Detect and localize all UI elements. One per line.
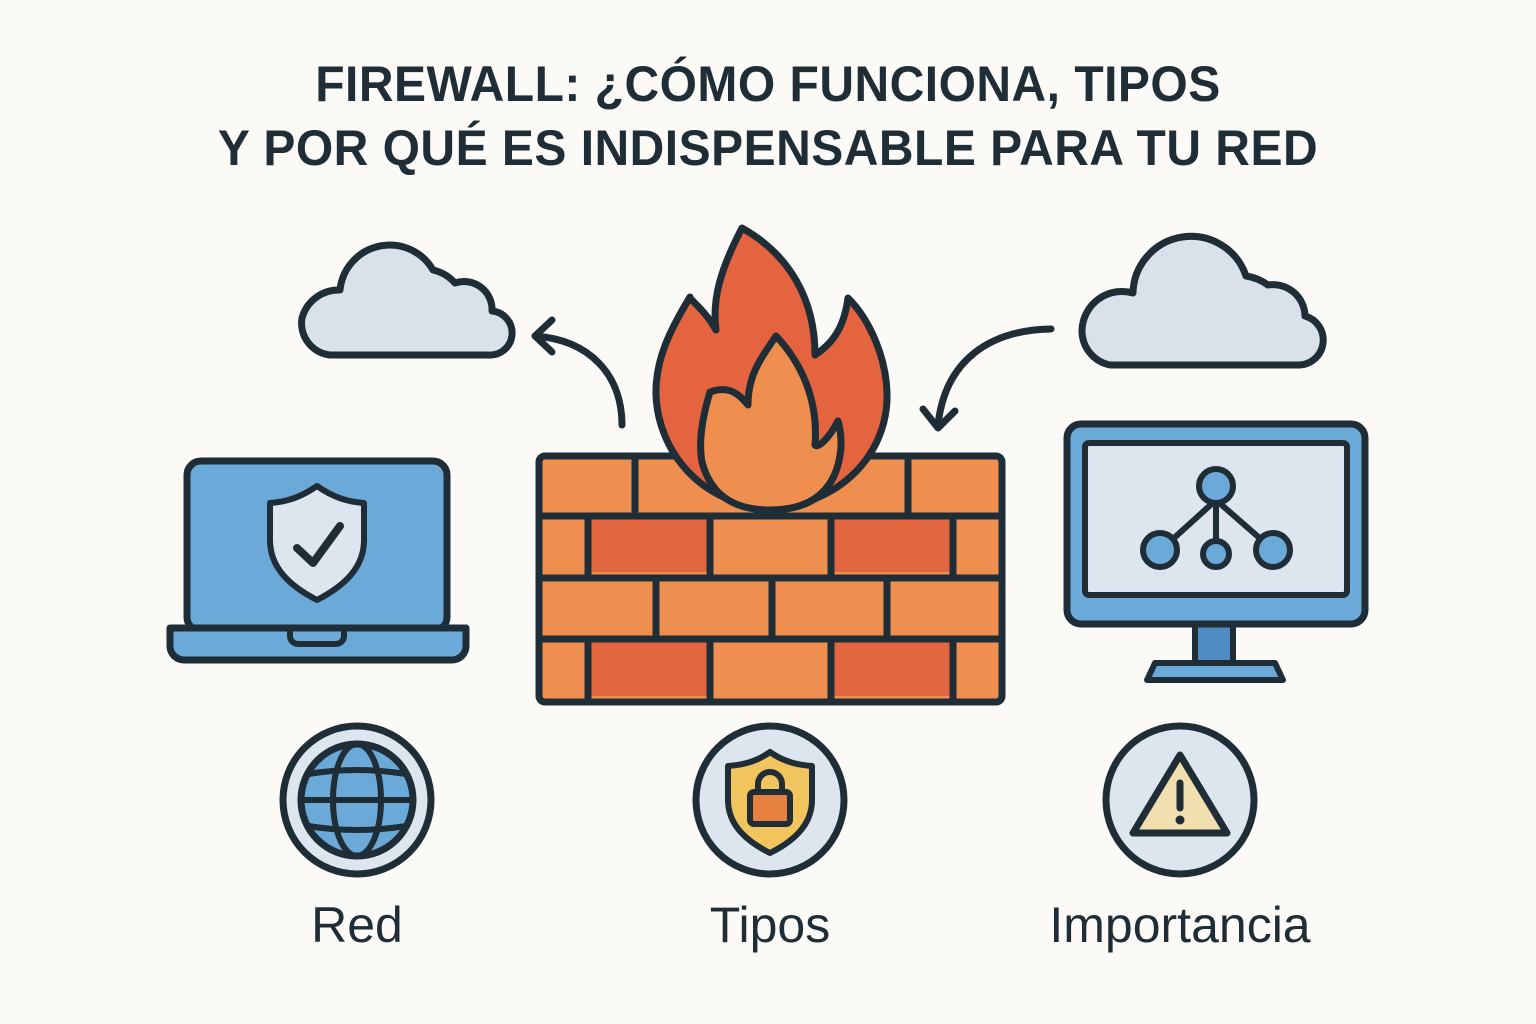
laptop-shield-check-icon [166,457,470,664]
page-title: FIREWALL: ¿CÓMO FUNCIONA, TIPOS Y POR QU… [31,52,1506,180]
warning-triangle-icon [1102,722,1258,878]
globe-icon [279,722,435,878]
cloud-icon [1078,232,1327,369]
monitor-network-icon [1063,420,1369,683]
feature-label-importancia: Importancia [1049,897,1311,953]
shield-lock-icon [692,722,848,878]
title-line-2: Y POR QUÉ ES INDISPENSABLE PARA TU RED [217,120,1319,176]
curved-arrow-down-icon [919,325,1055,432]
curved-arrow-left-icon [531,316,626,429]
brick-wall-icon [535,452,1006,706]
feature-label-tipos: Tipos [709,897,831,953]
cloud-icon [298,241,516,359]
feature-label-red: Red [311,897,403,953]
title-line-1: FIREWALL: ¿CÓMO FUNCIONA, TIPOS [315,56,1221,112]
flame-icon [652,224,891,514]
